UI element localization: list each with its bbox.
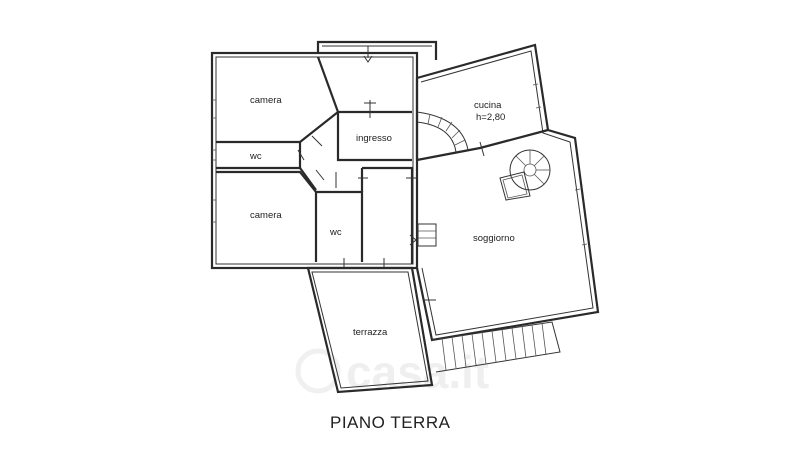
windows bbox=[212, 83, 588, 246]
label-camera-bottom: camera bbox=[250, 210, 282, 221]
label-terrazza: terrazza bbox=[353, 327, 388, 338]
interior-walls bbox=[216, 56, 549, 264]
label-wc-left: wc bbox=[249, 151, 262, 162]
right-block-outline bbox=[415, 43, 600, 342]
label-cucina-height: h=2,80 bbox=[476, 112, 505, 123]
label-ingresso: ingresso bbox=[356, 133, 392, 144]
label-cucina: cucina bbox=[474, 100, 502, 111]
entry-steps bbox=[417, 223, 437, 247]
exterior-walls bbox=[210, 40, 600, 342]
terrace-outline bbox=[306, 266, 434, 394]
spiral-stair-ingresso bbox=[416, 111, 469, 153]
watermark: casa.it bbox=[295, 346, 489, 398]
label-camera-top: camera bbox=[250, 95, 282, 106]
spiral-stair-soggiorno bbox=[499, 149, 551, 201]
top-bump-wall bbox=[316, 40, 438, 60]
label-wc-mid: wc bbox=[329, 227, 342, 238]
room-labels: camera camera wc wc ingresso cucina h=2,… bbox=[249, 95, 515, 338]
plan-title: PIANO TERRA bbox=[330, 413, 451, 432]
doors bbox=[297, 46, 485, 301]
terrace bbox=[306, 266, 434, 394]
label-soggiorno: soggiorno bbox=[473, 233, 515, 244]
exterior-steps bbox=[431, 321, 561, 373]
